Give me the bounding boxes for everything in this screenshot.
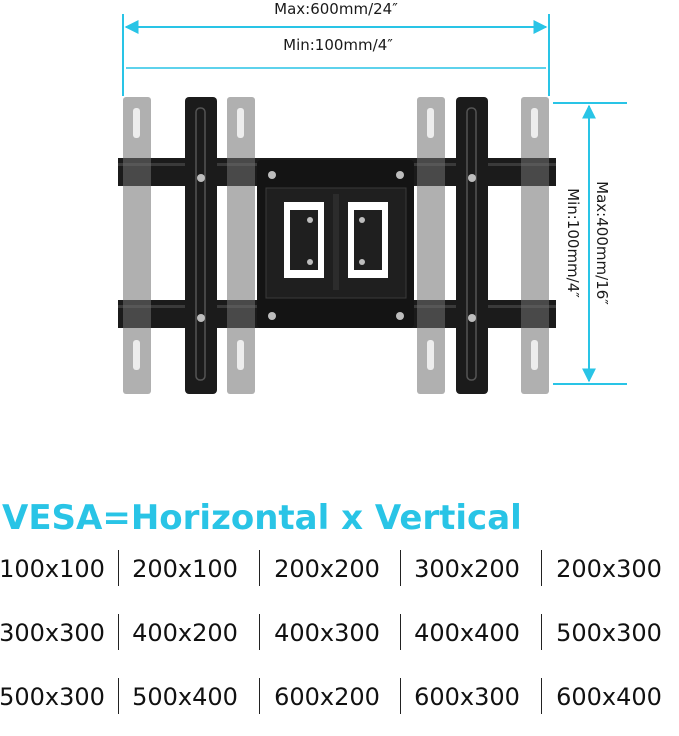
vesa-size-cell: 500x400: [132, 683, 238, 711]
vesa-separator: [259, 614, 260, 650]
vesa-separator: [259, 678, 260, 714]
vesa-size-cell: 300x300: [0, 619, 105, 647]
vesa-size-cell: 600x400: [556, 683, 662, 711]
vertical-max-label: Max:400mm/16″: [593, 181, 611, 305]
faded-arm-left-inner: [227, 97, 255, 394]
vesa-separator: [541, 614, 542, 650]
vesa-size-cell: 400x400: [414, 619, 520, 647]
mount-diagram: Max:600mm/24″ Min:100mm/4″ Max:400mm/16″…: [118, 0, 627, 394]
vesa-size-cell: 500x300: [0, 683, 105, 711]
vesa-size-cell: 300x200: [414, 555, 520, 583]
vesa-separator: [118, 678, 119, 714]
vesa-size-cell: 500x300: [556, 619, 662, 647]
vertical-dimension: Max:400mm/16″ Min:100mm/4″: [553, 102, 627, 385]
vesa-size-cell: 200x300: [556, 555, 662, 583]
vesa-row: 100x100 200x100 200x200 300x200 200x300: [0, 544, 679, 608]
vesa-size-cell: 400x300: [274, 619, 380, 647]
vesa-size-cell: 200x200: [274, 555, 380, 583]
vesa-separator: [400, 614, 401, 650]
vesa-separator: [118, 614, 119, 650]
vesa-size-cell: 600x300: [414, 683, 520, 711]
vesa-separator: [541, 678, 542, 714]
wall-plate: [257, 160, 414, 328]
vesa-size-cell: 400x200: [132, 619, 238, 647]
vesa-separator: [400, 550, 401, 586]
vesa-heading: VESA=Horizontal x Vertical: [2, 498, 522, 538]
vesa-size-cell: 100x100: [0, 555, 105, 583]
tv-mount-illustration: Max:600mm/24″ Min:100mm/4″ Max:400mm/16″…: [118, 0, 627, 394]
horizontal-max-label: Max:600mm/24″: [274, 0, 398, 18]
vesa-separator: [400, 678, 401, 714]
vesa-separator: [118, 550, 119, 586]
vertical-min-label: Min:100mm/4″: [564, 188, 582, 298]
horizontal-min-label: Min:100mm/4″: [283, 36, 393, 54]
dark-arm-right: [456, 97, 488, 394]
vesa-separator: [541, 550, 542, 586]
faded-arm-right-inner: [417, 97, 445, 394]
vesa-size-cell: 600x200: [274, 683, 380, 711]
vesa-row: 500x300 500x400 600x200 600x300 600x400: [0, 672, 679, 736]
dark-arm-left: [185, 97, 217, 394]
vesa-separator: [259, 550, 260, 586]
faded-arm-right-outer: [521, 97, 549, 394]
vesa-row: 300x300 400x200 400x300 400x400 500x300: [0, 608, 679, 672]
faded-arm-left-outer: [123, 97, 151, 394]
vesa-size-grid: 100x100 200x100 200x200 300x200 200x300 300x3…: [0, 544, 679, 736]
horizontal-dimension: Max:600mm/24″ Min:100mm/4″: [122, 0, 550, 96]
vesa-size-cell: 200x100: [132, 555, 238, 583]
